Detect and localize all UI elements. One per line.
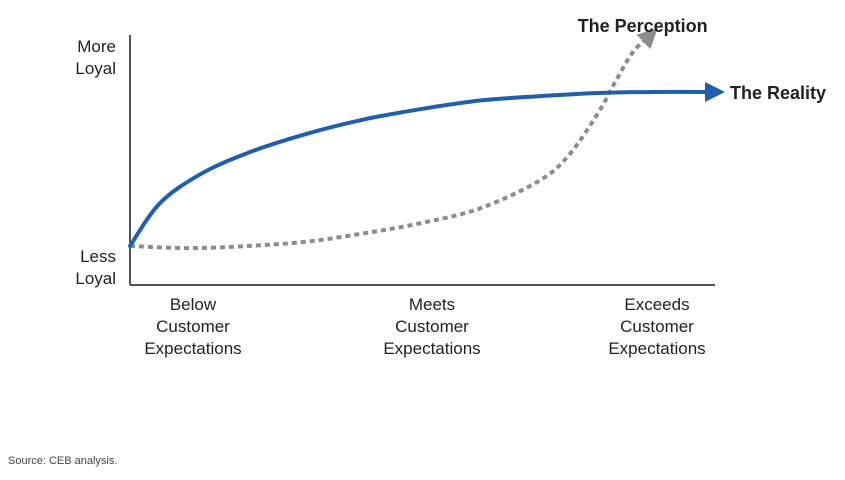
series-label-the-reality: The Reality bbox=[730, 83, 826, 103]
source-note: Source: CEB analysis. bbox=[8, 455, 118, 467]
series-line-the-perception bbox=[129, 28, 658, 251]
series-line-the-reality bbox=[128, 81, 725, 248]
series-label-the-perception: The Perception bbox=[578, 16, 708, 36]
